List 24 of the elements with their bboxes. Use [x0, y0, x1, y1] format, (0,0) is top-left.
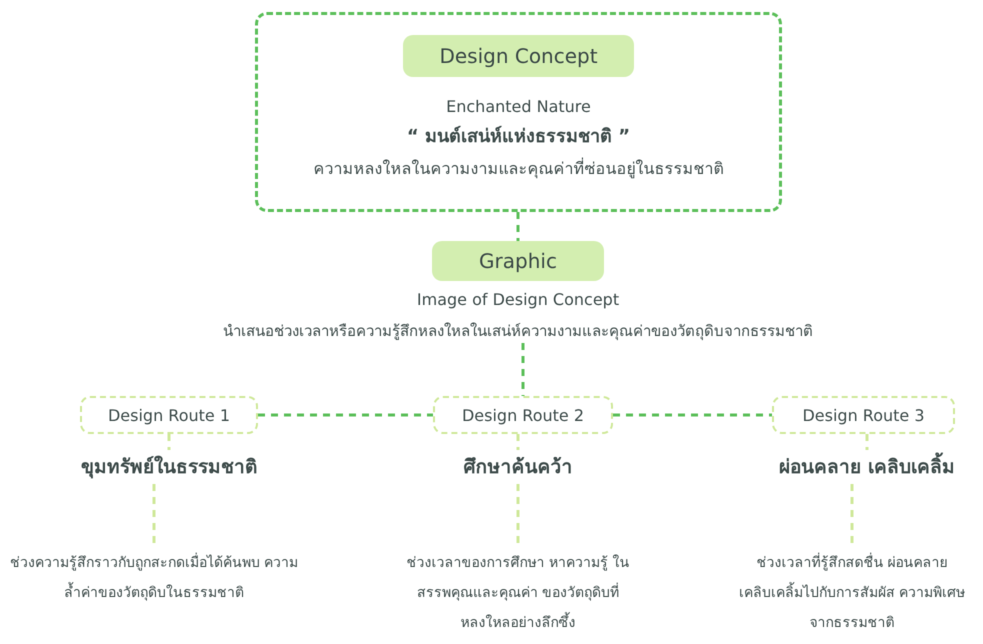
route-box: Design Route 3 — [772, 396, 955, 434]
route-heading: ผ่อนคลาย เคลิบเคลิ้ม — [717, 450, 983, 484]
description-text: นำเสนอช่วงเวลาหรือความรู้สึกหลงใหลในเสน่ห์ความงามและคุณค่าของวัตถุดิบจากธรรมชาติ — [223, 321, 813, 342]
description-text: Image of Design Concept — [416, 289, 620, 311]
concept-text: Enchanted Nature — [446, 96, 591, 118]
concept-text: “ มนต์เสน่ห์แห่งธรรมชาติ ” — [406, 124, 630, 149]
route-description: ช่วงเวลาที่รู้สึกสดชื่น ผ่อนคลาย เคลิบเคลิ้มไปกับการสัมผัส ความพิเศษจากธรรมชาติ — [727, 548, 977, 638]
connector-line — [866, 434, 868, 450]
connector-line — [522, 343, 524, 396]
route-description: ช่วงความรู้สึกราวกับถูกสะกดเมื่อได้ค้นพบ ความล้ำค่าของวัตถุดิบในธรรมชาติ — [4, 548, 304, 608]
connector-line — [613, 414, 772, 416]
connector-line — [258, 414, 433, 416]
concept-text: ความหลงใหลในความงามและคุณค่าที่ซ่อนอยู่ในธรรมชาติ — [314, 156, 724, 180]
title-pill: Design Concept — [403, 35, 634, 77]
route-box: Design Route 1 — [80, 396, 258, 434]
route-heading: ขุมทรัพย์ในธรรมชาติ — [44, 450, 294, 484]
title-pill: Graphic — [432, 241, 604, 281]
connector-line — [516, 434, 520, 450]
route-box: Design Route 2 — [433, 396, 613, 434]
route-description: ช่วงเวลาของการศึกษา หาความรู้ ในสรรพคุณและคุณค่า ของวัตถุดิบที่หลงใหลอย่างลึกซึ้ง — [393, 548, 643, 638]
connector-line — [516, 212, 520, 241]
route-heading: ศึกษาค้นคว้า — [393, 450, 643, 484]
dashed-frame — [255, 12, 782, 212]
connector-line — [168, 434, 170, 450]
